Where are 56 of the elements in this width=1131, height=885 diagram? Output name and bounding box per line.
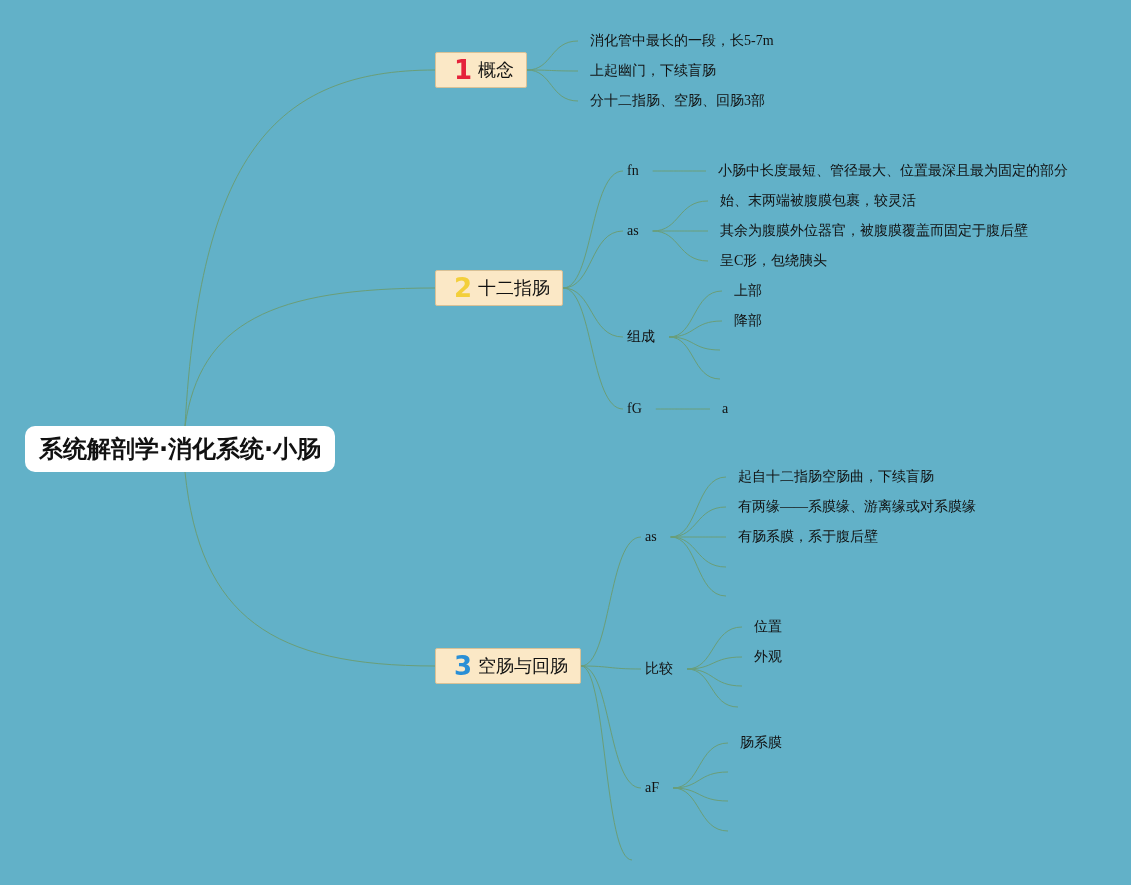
topic-label: 空肠与回肠 bbox=[478, 654, 569, 678]
subtopic-label: as bbox=[641, 527, 671, 547]
detail-text: 小肠中长度最短、管径最大、位置最深且最为固定的部分 bbox=[706, 160, 1070, 182]
branch-line bbox=[652, 230, 709, 232]
branch-line bbox=[670, 536, 727, 597]
detail-text: a bbox=[710, 399, 731, 419]
branch-line bbox=[580, 665, 642, 670]
branch-line bbox=[670, 536, 727, 568]
branch-line bbox=[670, 536, 727, 538]
subtopic-label: 比较 bbox=[641, 658, 687, 680]
branch-line bbox=[668, 336, 721, 351]
branch-line bbox=[580, 665, 633, 861]
subtopic-label: as bbox=[623, 221, 653, 241]
detail-text: 始、末两端被腹膜包裹，较灵活 bbox=[708, 190, 918, 212]
detail-text: 位置 bbox=[742, 616, 784, 638]
branch-line bbox=[526, 69, 579, 102]
subtopic-label: 组成 bbox=[623, 326, 669, 348]
detail-text: 肠系膜 bbox=[728, 732, 784, 754]
detail-text: 上部 bbox=[722, 280, 764, 302]
topic-box bbox=[435, 270, 564, 306]
branch-line bbox=[686, 668, 743, 687]
branch-line bbox=[562, 287, 624, 410]
detail-text: 外观 bbox=[742, 646, 784, 668]
detail-text: 其余为腹膜外位器官，被腹膜覆盖而固定于腹后壁 bbox=[708, 220, 1030, 242]
central-topic: 系统解剖学·消化系统·小肠 bbox=[25, 426, 336, 472]
detail-text: 有肠系膜，系于腹后壁 bbox=[726, 526, 880, 548]
branch-line bbox=[184, 69, 436, 427]
branch-line bbox=[184, 471, 436, 667]
topic-label: 概念 bbox=[478, 58, 515, 82]
branch-line bbox=[672, 787, 729, 832]
detail-text: 上起幽门，下续盲肠 bbox=[578, 60, 718, 82]
branch-line bbox=[686, 668, 739, 708]
detail-text: 呈C形，包绕胰头 bbox=[708, 250, 830, 272]
branch-line bbox=[668, 336, 721, 380]
branch-line bbox=[652, 170, 707, 172]
branch-line bbox=[655, 408, 711, 410]
subtopic-label: fG bbox=[623, 399, 656, 419]
topic-box bbox=[435, 52, 528, 88]
branch-line bbox=[562, 287, 624, 338]
detail-text: 有两缘——系膜缘、游离缘或对系膜缘 bbox=[726, 496, 978, 518]
topic-number: 1 bbox=[454, 57, 473, 83]
branch-line bbox=[184, 287, 436, 427]
detail-text: 起自十二指肠空肠曲，下续盲肠 bbox=[726, 466, 936, 488]
detail-text: 降部 bbox=[722, 310, 764, 332]
topic-label: 十二指肠 bbox=[478, 276, 551, 300]
branch-line bbox=[672, 787, 729, 802]
topic-box bbox=[435, 648, 582, 684]
topic-number: 2 bbox=[454, 275, 473, 301]
subtopic-label: aF bbox=[641, 778, 673, 798]
topic-number: 3 bbox=[454, 653, 473, 679]
branch-line bbox=[526, 69, 579, 72]
subtopic-label: fn bbox=[623, 161, 653, 181]
branch-line bbox=[562, 230, 624, 289]
detail-text: 消化管中最长的一段，长5-7m bbox=[578, 30, 776, 52]
branch-line bbox=[652, 230, 709, 262]
detail-text: 分十二指肠、空肠、回肠3部 bbox=[578, 90, 767, 112]
